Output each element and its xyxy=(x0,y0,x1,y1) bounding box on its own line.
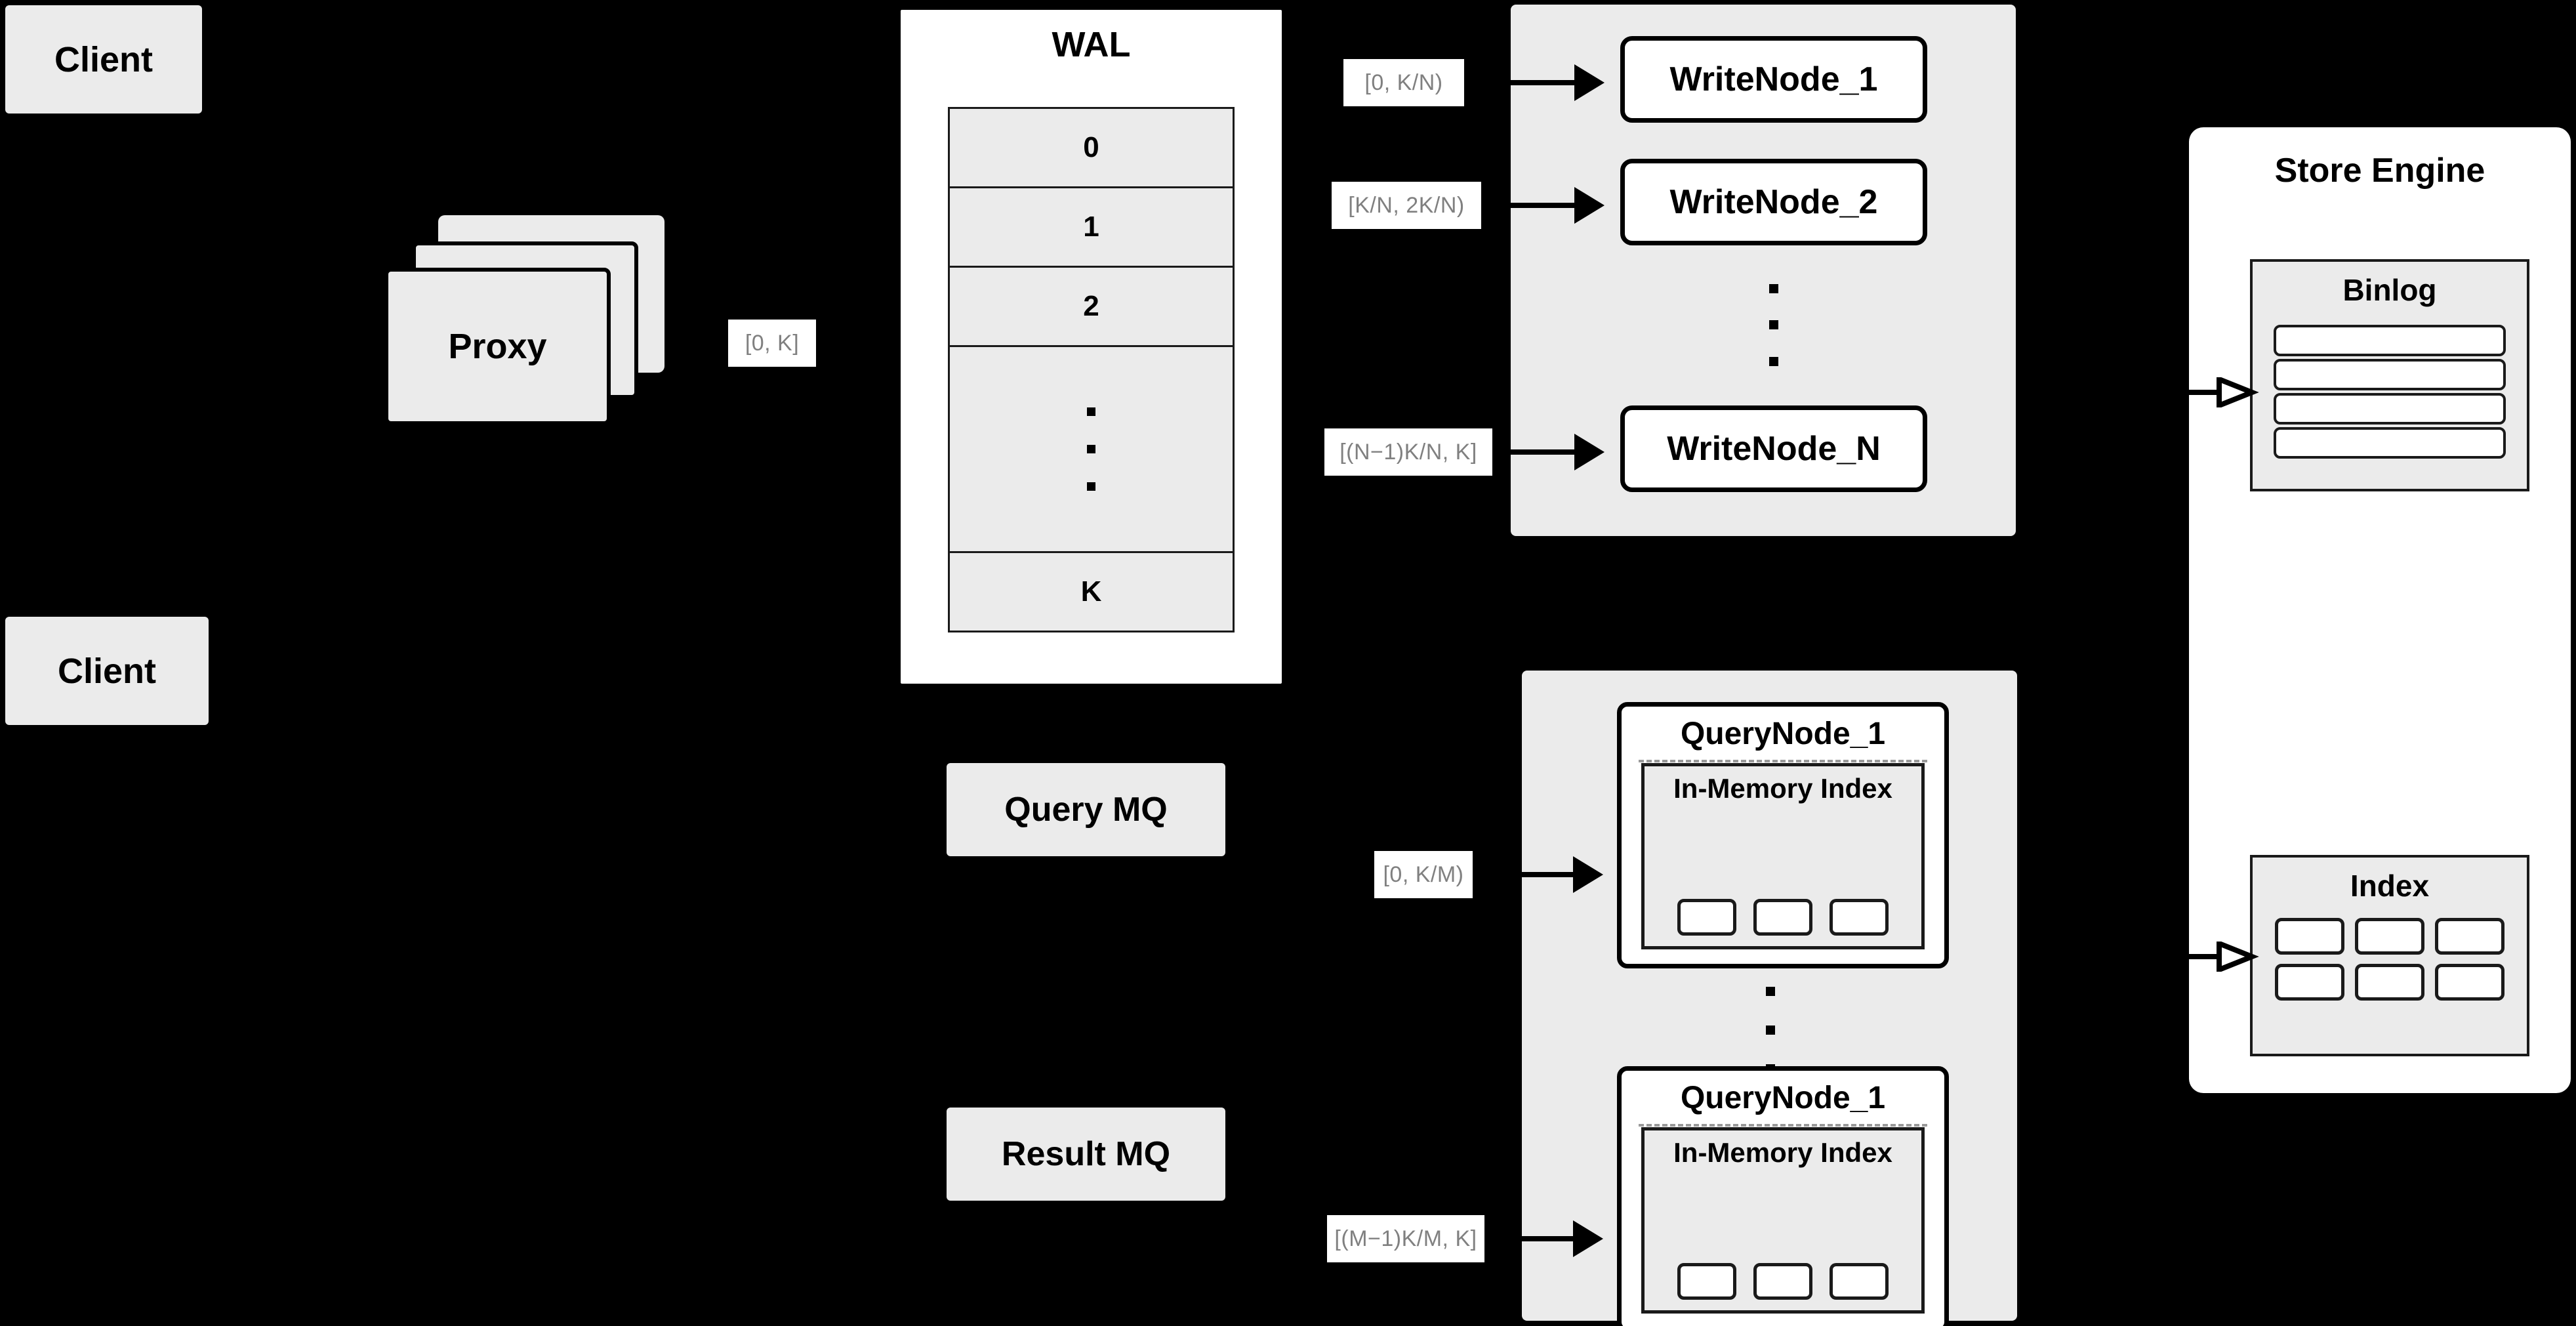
in-memory-index-title: In-Memory Index xyxy=(1673,773,1892,804)
query-mq-label: Query MQ xyxy=(1004,791,1168,829)
arrow-line-query-node-1 xyxy=(1501,872,1573,877)
binlog-rows xyxy=(2274,325,2506,459)
write-node-2[interactable]: WriteNode_2 xyxy=(1620,159,1927,245)
binlog-row xyxy=(2274,427,2506,459)
write-node-label: WriteNode_N xyxy=(1667,430,1881,468)
wal-row-ellipsis xyxy=(950,347,1233,553)
query-node-1[interactable]: QueryNode_1 In-Memory Index xyxy=(1617,702,1949,968)
index-cell xyxy=(1677,899,1736,936)
write-node-n[interactable]: WriteNode_N xyxy=(1620,405,1927,492)
arrow-head-query-node-m xyxy=(1573,1220,1603,1257)
binlog-title: Binlog xyxy=(2342,273,2437,307)
arrow-head-write-node-2 xyxy=(1574,187,1605,224)
edge-label-query-node-m: [(M−1)K/M, K] xyxy=(1327,1215,1484,1262)
edge-label-proxy-to-wal: [0, K] xyxy=(728,320,816,367)
store-engine-title: Store Engine xyxy=(2274,152,2485,190)
index-cell xyxy=(1677,1263,1736,1300)
write-node-1[interactable]: WriteNode_1 xyxy=(1620,36,1927,123)
in-memory-index-cells xyxy=(1663,899,1903,936)
index-title: Index xyxy=(2350,869,2430,903)
index-cell xyxy=(1753,1263,1812,1300)
edge-label-write-node-2: [K/N, 2K/N) xyxy=(1332,182,1481,229)
client-box-bottom: Client xyxy=(5,617,209,725)
in-memory-index-panel: In-Memory Index xyxy=(1641,763,1925,949)
index-cell xyxy=(2355,964,2424,1001)
arrow-line-write-node-2 xyxy=(1502,203,1574,208)
open-arrow-icon xyxy=(2189,375,2259,409)
binlog-row xyxy=(2274,393,2506,425)
wal-row: K xyxy=(950,553,1233,631)
binlog-panel: Binlog xyxy=(2250,259,2529,491)
index-cell xyxy=(1830,1263,1889,1300)
wal-title: WAL xyxy=(1052,25,1131,64)
edge-label-write-node-n: [(N−1)K/N, K] xyxy=(1324,428,1492,476)
proxy-card-front: Proxy xyxy=(384,268,611,425)
open-arrow-icon xyxy=(2189,940,2259,974)
arrow-head-query-node-1 xyxy=(1573,856,1603,893)
wal-row: 2 xyxy=(950,268,1233,347)
query-mq-box: Query MQ xyxy=(947,763,1225,856)
index-cell xyxy=(2355,918,2424,955)
client-label: Client xyxy=(57,651,156,691)
index-cell xyxy=(1830,899,1889,936)
query-node-separator xyxy=(1639,1124,1927,1127)
query-node-m[interactable]: QueryNode_1 In-Memory Index xyxy=(1617,1066,1949,1326)
wal-row: 1 xyxy=(950,188,1233,268)
vertical-ellipsis-icon xyxy=(1087,407,1095,491)
edge-label-write-node-1: [0, K/N) xyxy=(1343,59,1464,106)
index-grid xyxy=(2275,918,2504,1001)
write-node-label: WriteNode_1 xyxy=(1669,60,1878,98)
in-memory-index-cells xyxy=(1663,1263,1903,1300)
result-mq-label: Result MQ xyxy=(1001,1135,1171,1173)
arrow-head-write-node-1 xyxy=(1574,64,1605,101)
client-box-top: Client xyxy=(5,5,202,114)
index-cell xyxy=(2275,964,2344,1001)
arrow-to-index xyxy=(2189,940,2261,974)
wal-table: 0 1 2 K xyxy=(948,107,1235,632)
arrow-line-query-node-m xyxy=(1501,1236,1573,1241)
wal-row: 0 xyxy=(950,109,1233,188)
index-cell xyxy=(2435,918,2504,955)
arrow-head-write-node-n xyxy=(1574,434,1605,470)
query-node-title: QueryNode_1 xyxy=(1680,1081,1886,1115)
index-cell xyxy=(2435,964,2504,1001)
query-node-title: QueryNode_1 xyxy=(1680,716,1886,751)
index-panel: Index xyxy=(2250,855,2529,1056)
write-node-label: WriteNode_2 xyxy=(1669,183,1878,221)
store-engine-box: Store Engine Binlog Index xyxy=(2189,127,2571,1093)
arrow-to-binlog xyxy=(2189,375,2261,409)
arrow-line-write-node-n xyxy=(1502,449,1574,455)
query-node-separator xyxy=(1639,760,1927,762)
wal-box: WAL 0 1 2 K xyxy=(895,5,1287,689)
binlog-row xyxy=(2274,325,2506,356)
in-memory-index-panel: In-Memory Index xyxy=(1641,1127,1925,1314)
result-mq-box: Result MQ xyxy=(947,1108,1225,1201)
index-cell xyxy=(1753,899,1812,936)
arrow-line-write-node-1 xyxy=(1502,80,1574,85)
edge-label-query-node-1: [0, K/M) xyxy=(1374,851,1473,898)
index-cell xyxy=(2275,918,2344,955)
proxy-label: Proxy xyxy=(448,327,547,366)
client-label: Client xyxy=(54,39,153,79)
binlog-row xyxy=(2274,359,2506,390)
in-memory-index-title: In-Memory Index xyxy=(1673,1137,1892,1168)
